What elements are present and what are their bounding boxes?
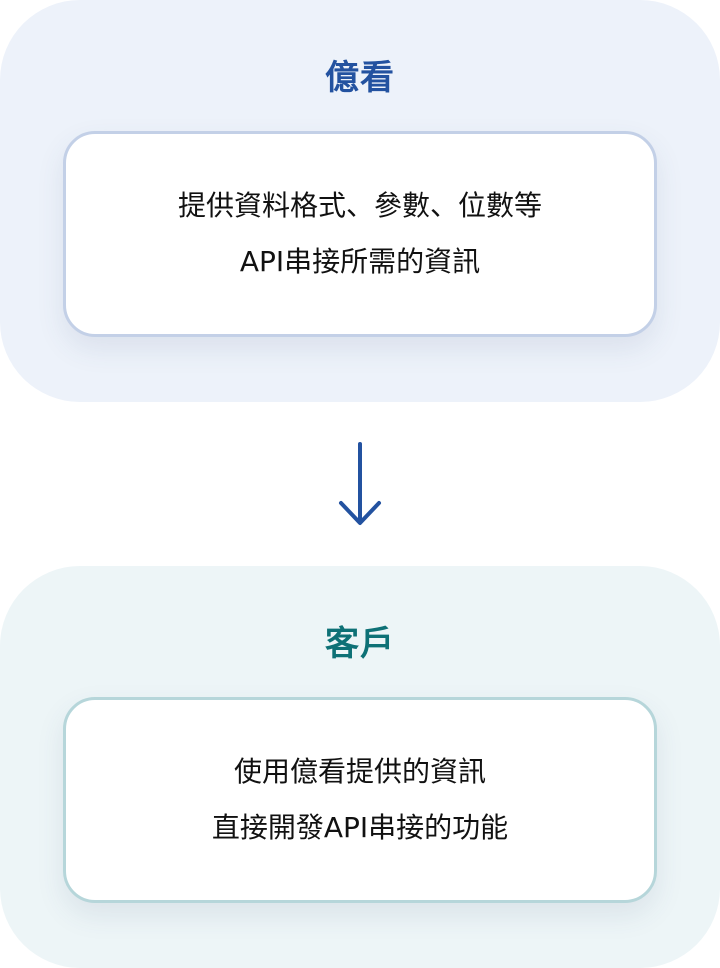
provider-panel: 億看 提供資料格式、參數、位數等 API串接所需的資訊 [0, 0, 720, 402]
client-description-card: 使用億看提供的資訊 直接開發API串接的功能 [63, 697, 657, 903]
provider-description-card: 提供資料格式、參數、位數等 API串接所需的資訊 [63, 131, 657, 337]
provider-title: 億看 [325, 58, 395, 98]
provider-description-line-2: API串接所需的資訊 [239, 245, 481, 278]
client-title: 客戶 [325, 624, 395, 664]
client-description-line-2: 直接開發API串接的功能 [211, 811, 509, 844]
arrow-down-icon [339, 442, 381, 525]
client-panel: 客戶 使用億看提供的資訊 直接開發API串接的功能 [0, 566, 720, 968]
client-description-line-1: 使用億看提供的資訊 [233, 755, 486, 788]
provider-description-line-1: 提供資料格式、參數、位數等 [177, 189, 542, 222]
